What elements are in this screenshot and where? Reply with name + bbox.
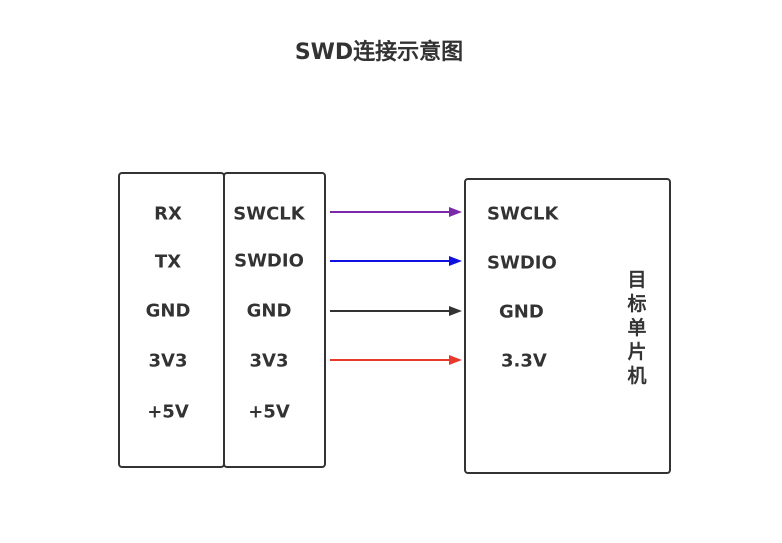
- middle-label-gnd: GND: [246, 300, 292, 322]
- target-label-gnd: GND: [499, 301, 544, 323]
- middle-box: [223, 172, 326, 468]
- diagram-title: SWD连接示意图: [294, 40, 464, 65]
- target-box: [464, 178, 671, 474]
- target-label-swdio: SWDIO: [487, 252, 557, 274]
- target-label-3v3: 3.3V: [501, 350, 547, 372]
- arrowhead-swdio: [449, 256, 462, 266]
- arrowhead-swclk: [449, 207, 462, 217]
- middle-label-swdio: SWDIO: [234, 250, 304, 272]
- left-label-gnd: GND: [145, 300, 191, 322]
- left-label-rx: RX: [154, 203, 182, 225]
- arrowhead-3v3: [449, 355, 462, 365]
- target-name: 目标单片机: [627, 269, 647, 387]
- left-label-3v3: 3V3: [148, 350, 188, 372]
- target-label-swclk: SWCLK: [487, 203, 559, 225]
- middle-label-3v3: 3V3: [249, 350, 289, 372]
- middle-label-swclk: SWCLK: [233, 203, 305, 225]
- left-label-tx: TX: [154, 251, 182, 273]
- left-box: [118, 172, 225, 468]
- left-label-5v: +5V: [147, 401, 189, 423]
- arrowhead-gnd: [449, 306, 462, 316]
- middle-label-5v: +5V: [248, 401, 290, 423]
